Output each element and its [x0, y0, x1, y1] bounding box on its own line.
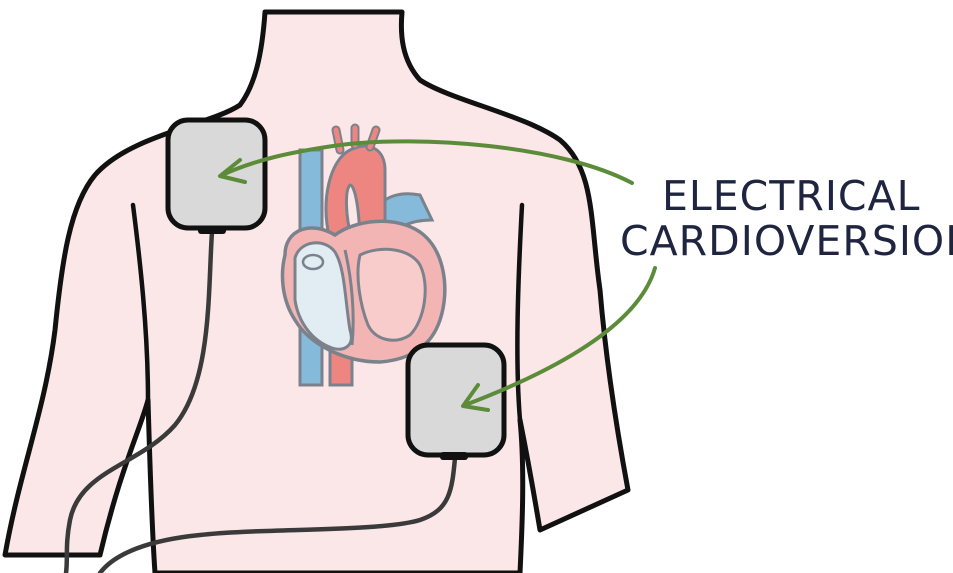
arrowhead-lower — [461, 383, 490, 412]
label-line-1: ELECTRICAL — [662, 172, 920, 220]
valve-oval — [301, 253, 325, 271]
label-line-2: CARDIOVERSION — [620, 217, 953, 265]
arrow-to-lower-pad — [463, 266, 657, 407]
arrowhead-upper — [218, 158, 247, 184]
label: ELECTRICAL CARDIOVERSION — [620, 172, 953, 265]
cable-left — [63, 229, 215, 573]
arrow-to-upper-pad — [220, 139, 634, 185]
electrode-pad-upper — [165, 117, 268, 234]
cable-right — [97, 455, 458, 573]
left-chambers — [356, 247, 427, 342]
electrode-pad-icon — [165, 117, 268, 231]
arrows — [218, 139, 657, 412]
cables — [63, 229, 458, 573]
septum — [343, 249, 355, 346]
left-arm-contour — [130, 202, 151, 403]
electrode-pad-lower — [405, 342, 507, 460]
electrode-pad-icon — [405, 342, 507, 458]
pad-connector — [198, 226, 226, 234]
right-arm-contour — [515, 202, 525, 423]
pad-connector — [440, 452, 468, 460]
heart-icon — [280, 123, 447, 387]
